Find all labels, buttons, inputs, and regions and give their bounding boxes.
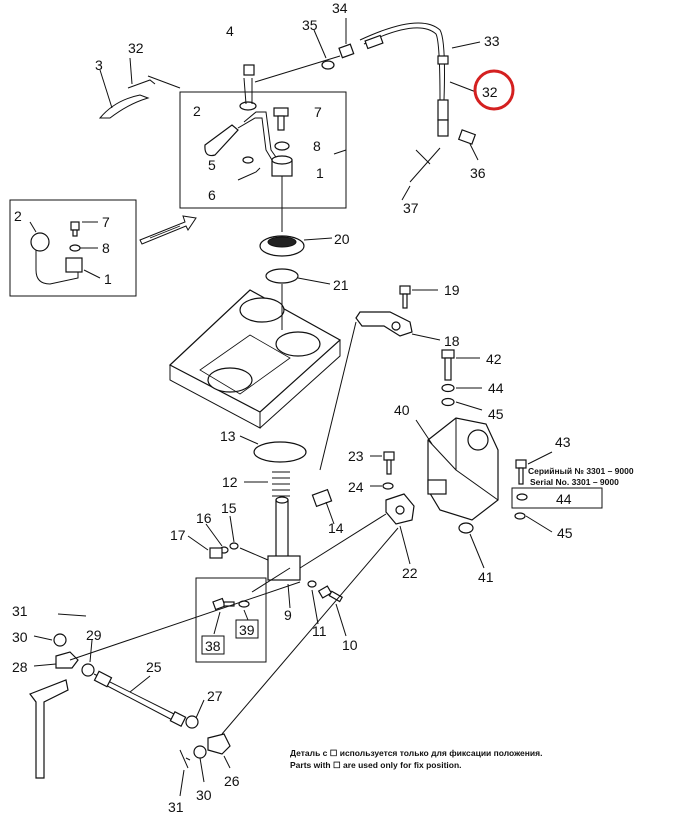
callout-29: 29 <box>86 627 102 643</box>
part-13-disc <box>253 441 307 463</box>
callout-19: 19 <box>444 282 460 298</box>
part-10-bolt <box>317 585 344 603</box>
callout-10: 10 <box>342 637 358 653</box>
callout-7b: 7 <box>102 214 110 230</box>
callout-34: 34 <box>332 0 348 16</box>
callout-20: 20 <box>334 231 350 247</box>
cover-plate <box>168 289 342 429</box>
callout-26: 26 <box>224 773 240 789</box>
callout-45a: 45 <box>488 406 504 422</box>
callout-30b: 30 <box>196 787 212 803</box>
part-23-bolt <box>383 451 395 475</box>
highlight-circle <box>473 69 515 111</box>
part-43-bolt <box>515 459 527 485</box>
callout-45b: 45 <box>557 525 573 541</box>
callout-5: 5 <box>208 157 216 173</box>
part-42-bolt <box>441 349 455 381</box>
callout-25: 25 <box>146 659 162 675</box>
part-1-boss <box>271 155 293 177</box>
callout-42: 42 <box>486 351 502 367</box>
callout-15: 15 <box>221 500 237 516</box>
callout-23: 23 <box>348 448 364 464</box>
callout-3: 3 <box>95 57 103 73</box>
part-20-boot <box>259 235 305 257</box>
part-30-nut-bottom <box>193 745 207 759</box>
callout-8a: 8 <box>313 138 321 154</box>
serial-note-ru: Серийный № 3301 – 9000 <box>528 466 634 476</box>
callout-7a: 7 <box>314 104 322 120</box>
callout-12: 12 <box>222 474 238 490</box>
part-27-nut <box>185 715 199 729</box>
part-38-bolt <box>212 597 235 611</box>
part-28-bracket <box>55 651 79 669</box>
part-9-lever <box>267 496 301 581</box>
part-14-joint <box>311 488 333 508</box>
callout-18: 18 <box>444 333 460 349</box>
view-arrow <box>139 215 197 245</box>
callout-1b: 1 <box>104 271 112 287</box>
alt-lever <box>30 221 83 285</box>
callout-22: 22 <box>402 565 418 581</box>
callout-21: 21 <box>333 277 349 293</box>
callout-30a: 30 <box>12 629 28 645</box>
part-18-bracket <box>355 311 413 337</box>
callout-27: 27 <box>207 688 223 704</box>
callout-4: 4 <box>226 23 234 39</box>
callout-13: 13 <box>220 428 236 444</box>
part-5-washer <box>242 156 254 164</box>
callout-40: 40 <box>394 402 410 418</box>
callout-31b: 31 <box>168 799 184 814</box>
part-25-rod <box>93 670 187 727</box>
callout-33: 33 <box>484 33 500 49</box>
callout-44b: 44 <box>556 491 572 507</box>
part-21-ring <box>265 268 299 284</box>
callout-17: 17 <box>170 527 186 543</box>
callout-39: 39 <box>239 622 255 638</box>
callout-32b: 32 <box>482 84 498 100</box>
part-29-nut <box>81 663 95 677</box>
callout-41: 41 <box>478 569 494 585</box>
part-7-bolt <box>273 107 289 131</box>
callout-37: 37 <box>403 200 419 216</box>
callout-1a: 1 <box>316 165 324 181</box>
callout-8b: 8 <box>102 240 110 256</box>
callout-28: 28 <box>12 659 28 675</box>
footnote-ru: Деталь с ☐ используется только для фикса… <box>290 748 542 758</box>
callout-2b: 2 <box>14 208 22 224</box>
callout-16: 16 <box>196 510 212 526</box>
serial-note-en: Serial No. 3301 – 9000 <box>530 477 619 487</box>
callout-11: 11 <box>312 623 327 639</box>
part-26-clevis <box>207 733 231 755</box>
part-30-nut-top <box>53 633 67 647</box>
part-8-washer <box>274 141 290 151</box>
serial-box <box>511 487 603 509</box>
callout-35: 35 <box>302 17 318 33</box>
part-2-knob <box>204 124 239 157</box>
callout-32a: 32 <box>128 40 144 56</box>
callout-14: 14 <box>328 520 344 536</box>
callout-43: 43 <box>555 434 571 450</box>
footnote-en: Parts with ☐ are used only for fix posit… <box>290 760 462 770</box>
part-12-spring <box>272 471 290 497</box>
part-41-oring <box>458 522 474 534</box>
callout-24: 24 <box>348 479 364 495</box>
part-36-bolt <box>457 129 477 145</box>
callout-36: 36 <box>470 165 486 181</box>
callout-2a: 2 <box>193 103 201 119</box>
alt-lever-box <box>9 199 137 297</box>
callout-31a: 31 <box>12 603 28 619</box>
fix-parts-box <box>195 577 267 663</box>
part-19-bolt <box>399 285 411 309</box>
part-22-clamp <box>385 493 415 525</box>
callout-38: 38 <box>205 638 221 654</box>
part-3-lever <box>98 69 156 119</box>
cable-assembly <box>321 22 449 137</box>
callout-6: 6 <box>208 187 216 203</box>
part-17-nut <box>209 547 223 559</box>
part-40-housing <box>427 417 499 521</box>
callout-44a: 44 <box>488 380 504 396</box>
pedal-arm <box>29 679 69 779</box>
callout-9: 9 <box>284 607 292 623</box>
